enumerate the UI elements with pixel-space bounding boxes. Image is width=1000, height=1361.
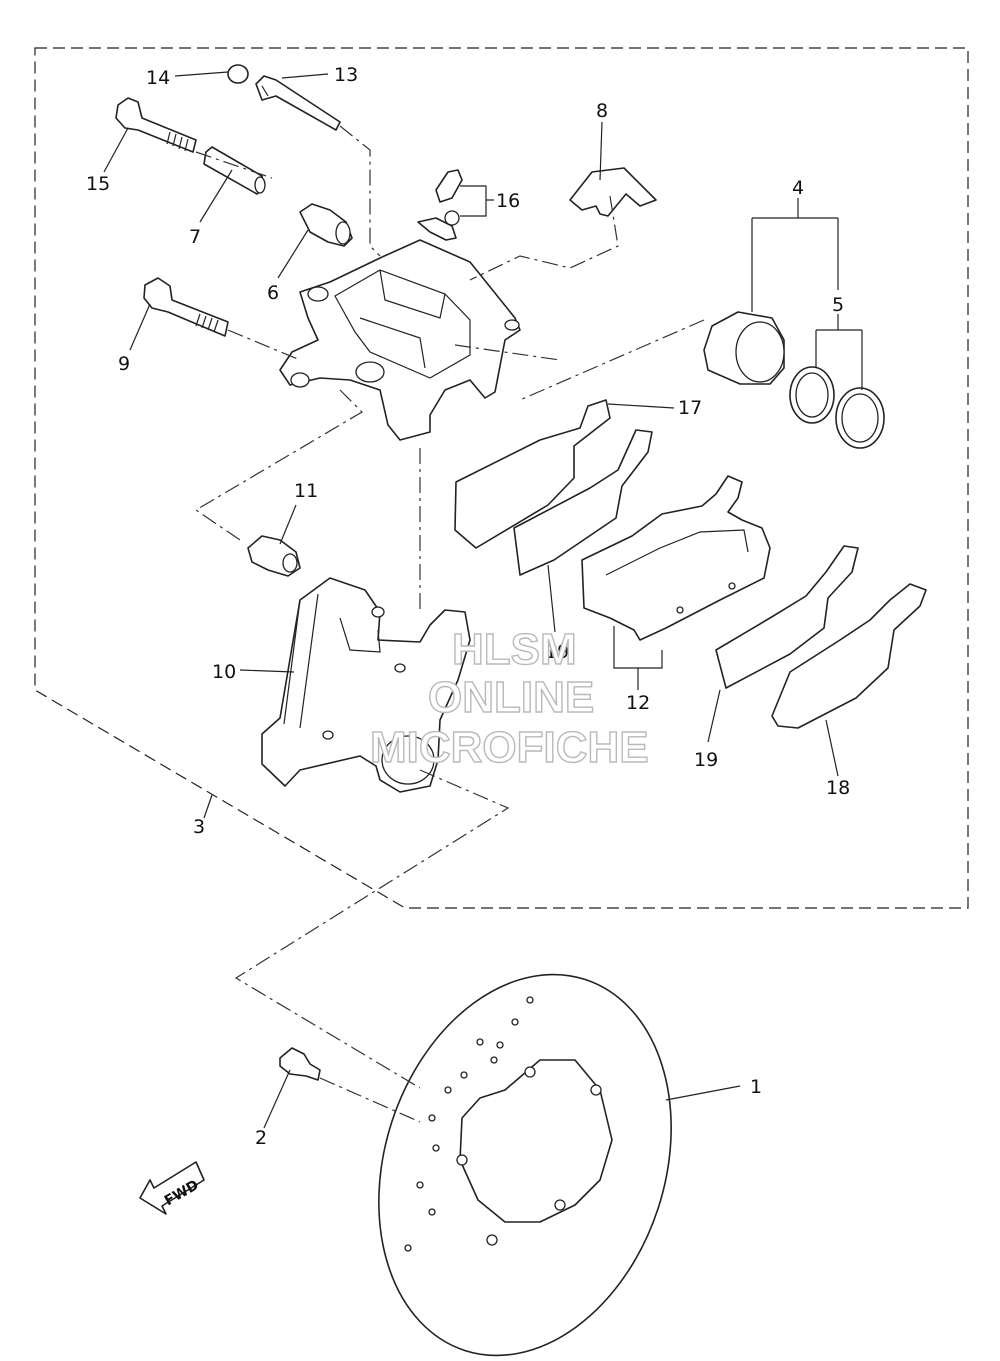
seal-5b	[835, 387, 885, 449]
pad-19-left	[513, 429, 653, 576]
assembly-lines	[194, 125, 705, 1123]
pad-spring-8	[569, 167, 657, 217]
pad-support-12	[581, 475, 771, 641]
callout-7: 7	[189, 226, 201, 248]
callout-18: 18	[826, 777, 850, 799]
callout-1: 1	[750, 1076, 762, 1098]
callout-10: 10	[212, 661, 236, 683]
callout-3: 3	[193, 816, 205, 838]
caliper-body	[279, 239, 521, 441]
watermark: HLSM ONLINE MICROFICHE	[369, 624, 649, 772]
pin-13	[255, 75, 341, 131]
watermark-line-3: MICROFICHE	[370, 723, 649, 772]
leader-lines	[103, 71, 863, 1129]
callout-13: 13	[334, 64, 358, 86]
shim-18	[771, 583, 927, 729]
piston-4	[703, 311, 785, 385]
pin-7	[203, 146, 266, 195]
callout-5: 5	[832, 294, 844, 316]
watermark-line-2: ONLINE	[428, 673, 594, 722]
assembly-boundary	[34, 47, 969, 909]
callout-6: 6	[267, 282, 279, 304]
sleeve-6	[299, 203, 353, 247]
watermark-line-1: HLSM	[452, 625, 577, 674]
fwd-arrow-icon: FWD	[139, 1161, 205, 1215]
bolt-2	[279, 1047, 321, 1081]
bolt-15	[115, 97, 197, 153]
bushing-11	[247, 535, 301, 577]
caliper-bracket	[261, 577, 471, 793]
callout-17: 17	[678, 397, 702, 419]
brake-disc-1	[378, 973, 672, 1357]
callout-12: 12	[626, 692, 650, 714]
seal-5a	[789, 366, 835, 424]
callout-4: 4	[792, 177, 804, 199]
callout-8: 8	[596, 100, 608, 122]
callout-16: 16	[496, 190, 520, 212]
pad-19-right	[715, 545, 859, 689]
callout-9: 9	[118, 353, 130, 375]
callout-labels: 1 2 3 4 5 6 7 8 9 10 11 12 13 14 15 16 1…	[86, 64, 850, 1149]
callout-14: 14	[146, 67, 170, 89]
callout-19-right: 19	[694, 749, 718, 771]
shim-17	[454, 399, 611, 549]
bleed-screw-16	[417, 169, 463, 241]
callout-15: 15	[86, 173, 110, 195]
cap-14	[227, 64, 249, 84]
callout-19-left: 19	[545, 641, 569, 663]
bolt-9	[143, 277, 229, 337]
callout-2: 2	[255, 1127, 267, 1149]
callout-11: 11	[294, 480, 318, 502]
